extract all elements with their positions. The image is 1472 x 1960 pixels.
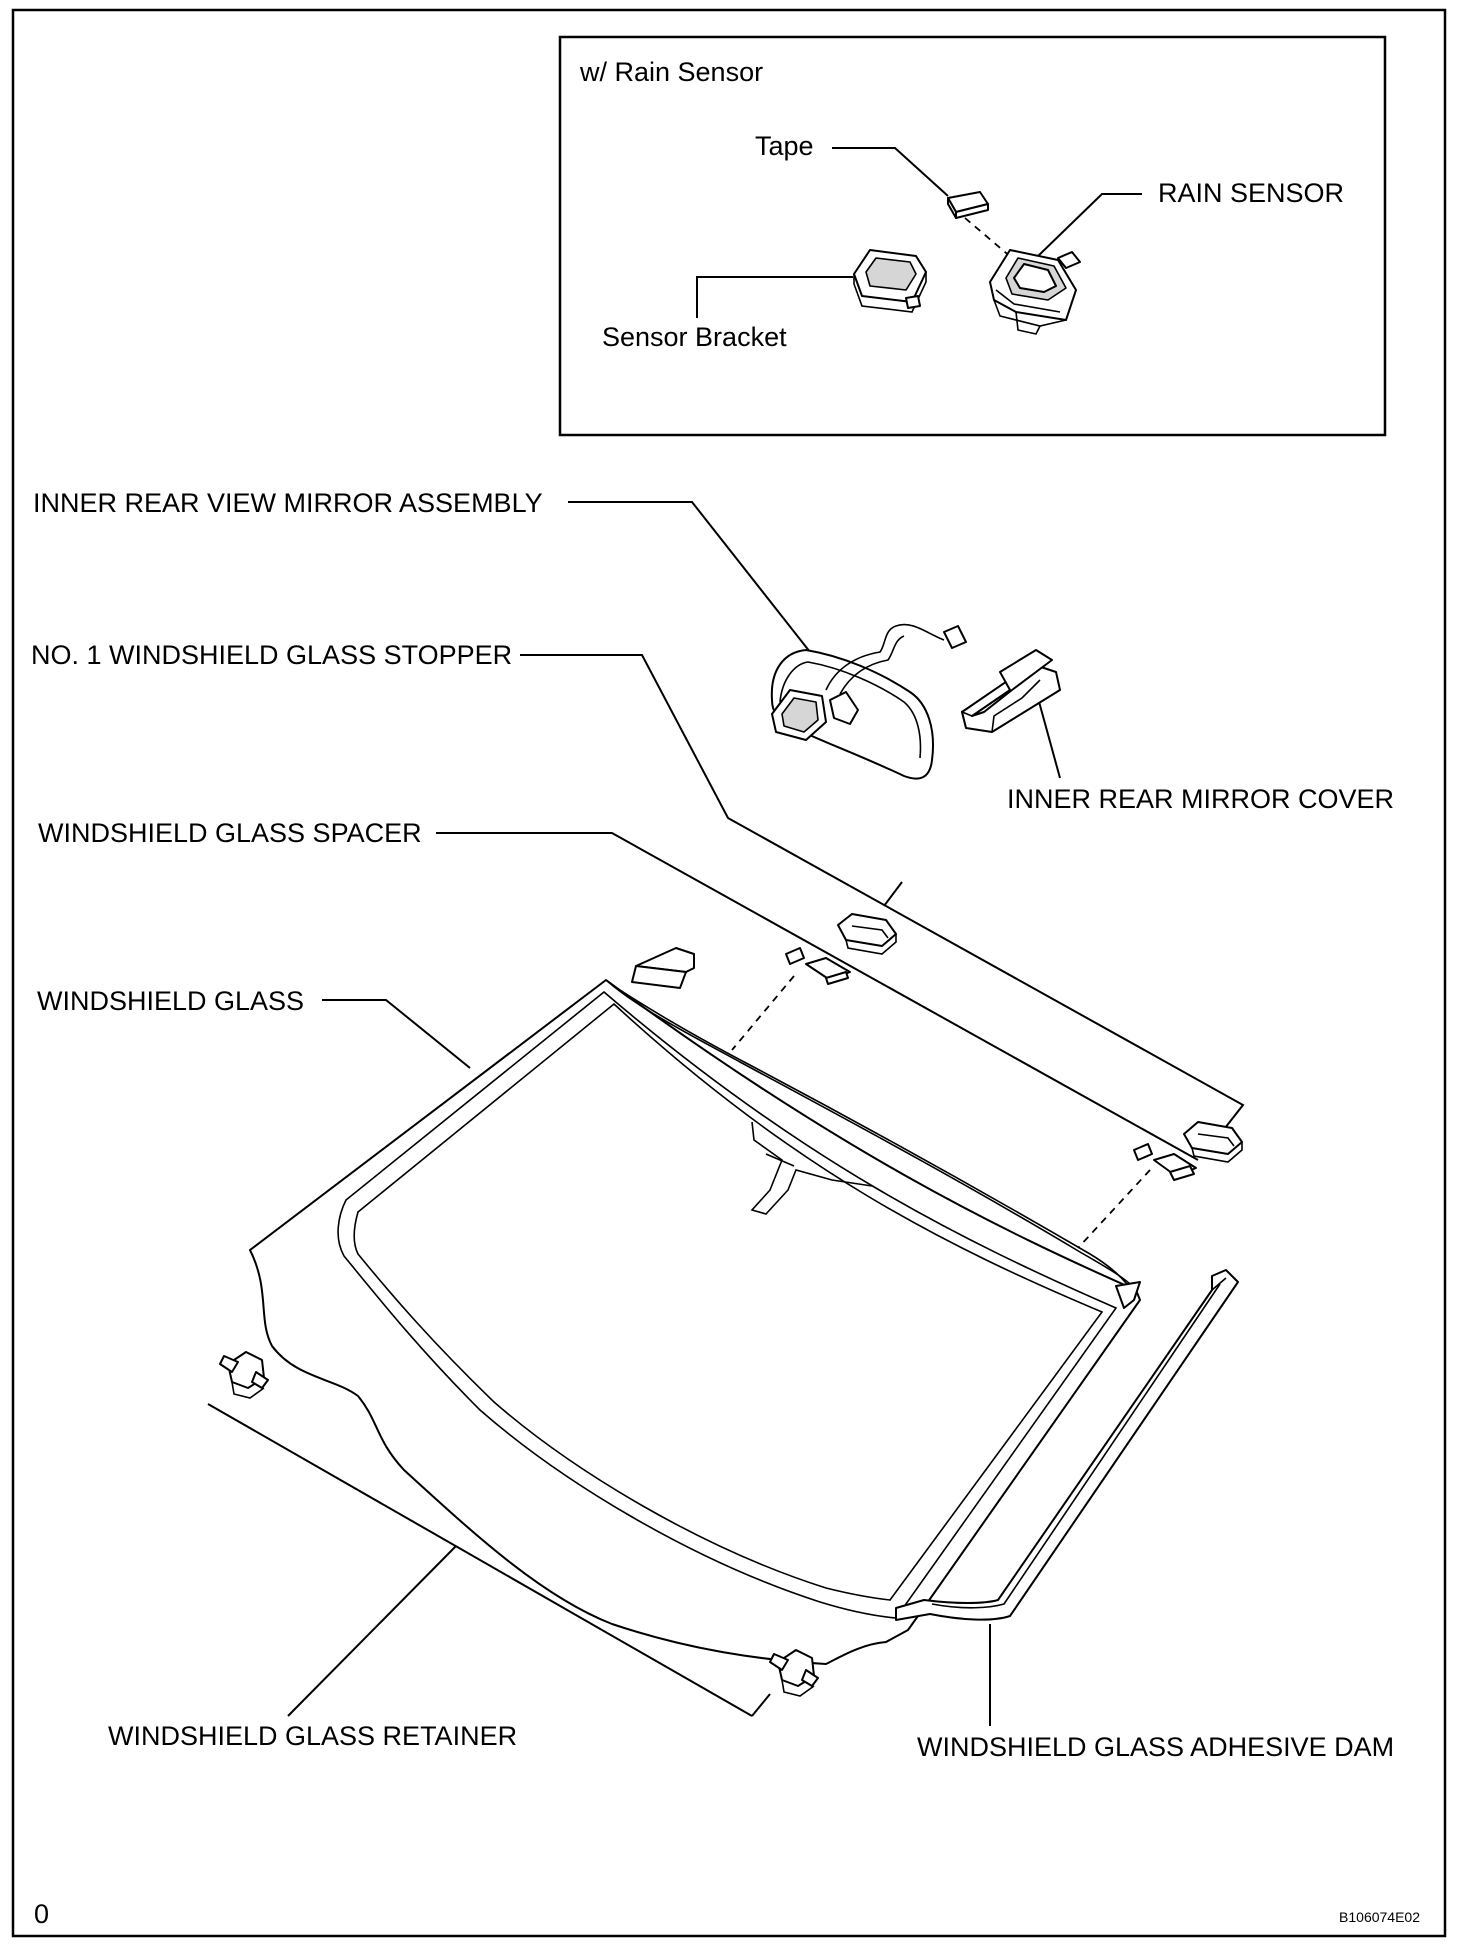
rain-sensor-label: RAIN SENSOR: [1158, 178, 1344, 208]
windshield-spacer-right: [1133, 1143, 1197, 1181]
figure-code: B106074E02: [1339, 1909, 1420, 1925]
sensor-bracket-label: Sensor Bracket: [602, 322, 787, 352]
inset-box: [558, 35, 1387, 437]
no1-windshield-glass-stopper-label: NO. 1 WINDSHIELD GLASS STOPPER: [31, 640, 512, 670]
tape-part: [947, 191, 989, 219]
windshield-retainer-left: [219, 1351, 269, 1399]
inner-rear-view-mirror-assembly-label: INNER REAR VIEW MIRROR ASSEMBLY: [33, 488, 543, 518]
windshield-glass-part: [249, 979, 1141, 1665]
sensor-bracket-part: [853, 249, 927, 313]
windshield-glass-label: WINDSHIELD GLASS: [37, 986, 304, 1016]
inner-rear-mirror-cover-label: INNER REAR MIRROR COVER: [1007, 784, 1394, 814]
tape-label: Tape: [755, 131, 814, 161]
windshield-spacer-left: [785, 947, 851, 985]
inset-title: w/ Rain Sensor: [579, 57, 763, 87]
inner-rear-mirror-cover-part: [960, 649, 1061, 733]
windshield-stopper-right: [1183, 1121, 1243, 1163]
page-frame: [11, 8, 1447, 1938]
windshield-glass-spacer-label: WINDSHIELD GLASS SPACER: [38, 818, 422, 848]
windshield-glass-retainer-label: WINDSHIELD GLASS RETAINER: [108, 1721, 517, 1751]
rain-sensor-inset: w/ Rain Sensor Tape RAIN SENSOR Sensor B…: [558, 35, 1387, 437]
windshield-adhesive-dam-part: [631, 947, 1239, 1621]
windshield-glass-adhesive-dam-label: WINDSHIELD GLASS ADHESIVE DAM: [917, 1732, 1394, 1762]
rain-sensor-part: [989, 249, 1081, 335]
windshield-retainer-right: [769, 1649, 819, 1697]
page-mark: 0: [34, 1899, 49, 1929]
inner-rear-view-mirror-part: [770, 623, 967, 780]
windshield-stopper-left: [837, 913, 897, 955]
